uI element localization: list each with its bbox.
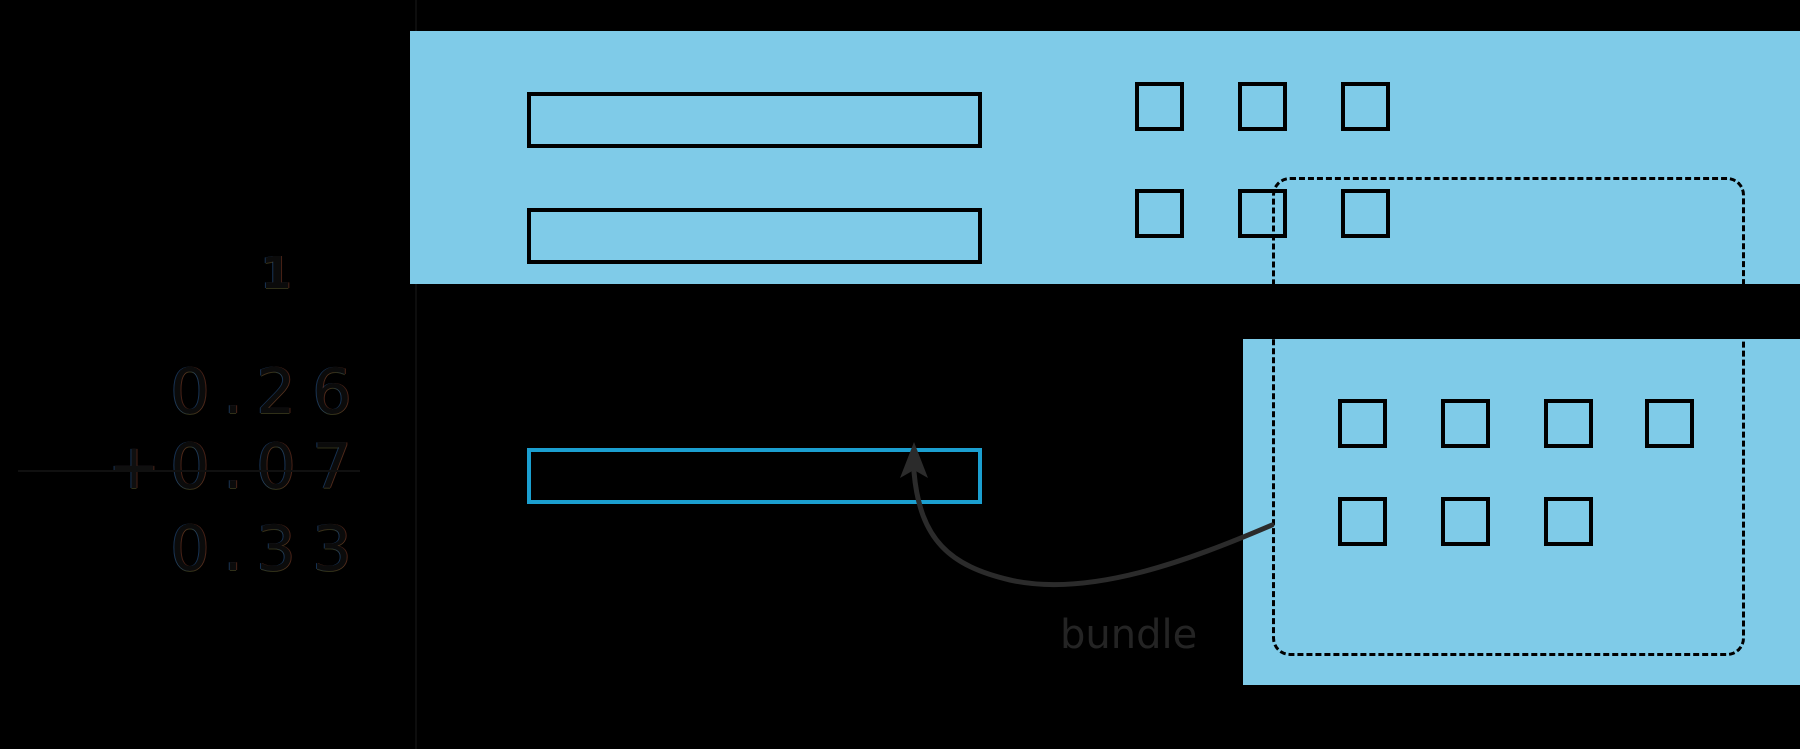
addend2-ones: 0 [170,430,210,503]
carry-blank-hundredths [304,248,360,299]
vertical-sum: 1 0 . 2 6 + 0 . 0 7 0 . 3 3 [0,0,415,749]
hundredths-square [1341,189,1390,238]
bundle-label: bundle [1060,612,1198,658]
addend1-tenths: 2 [256,355,296,428]
hundredths-square [1135,189,1184,238]
result-tenths-bar [527,448,982,504]
plus-operator: + [108,430,160,503]
column-divider [415,0,417,749]
addend1-point: . [223,355,243,428]
hundredths-square [1441,497,1490,546]
carry-blank-dot [218,248,248,299]
result-ones: 0 [170,512,210,585]
bundle-outline-top [1272,177,1745,397]
tenths-bar-1 [527,92,982,148]
addend1-hundredths: 6 [312,355,352,428]
hundredths-square [1238,189,1287,238]
hundredths-square [1645,399,1694,448]
addends-panel [410,31,1800,284]
addend2-point: . [223,430,243,503]
bundle-arrow [900,442,1275,588]
hundredths-square [1238,82,1287,131]
tenths-bar-2 [527,208,982,264]
addend2-hundredths: 7 [312,430,352,503]
hundredths-square [1135,82,1184,131]
hundredths-square [1544,497,1593,546]
addend1-ones: 0 [170,355,210,428]
result-tenths: 3 [256,512,296,585]
addend-row-2: + 0 . 0 7 [0,430,360,503]
addend-row-1: 0 . 2 6 [0,355,360,428]
hundredths-square [1544,399,1593,448]
bundle-outline-bottom [1272,300,1745,656]
hundredths-square [1441,399,1490,448]
result-hundredths: 3 [312,512,352,585]
sum-rule-line [18,470,360,472]
hundredths-square [1338,399,1387,448]
result-point: . [223,512,243,585]
carry-blank-op [106,248,162,299]
carry-row: 1 [0,248,360,299]
hundredths-square [1338,497,1387,546]
carry-blank-ones [162,248,218,299]
result-panel [1243,339,1800,685]
result-row: 0 . 3 3 [0,512,360,585]
addend2-tenths: 0 [256,430,296,503]
carry-digit: 1 [260,248,292,299]
hundredths-square [1341,82,1390,131]
